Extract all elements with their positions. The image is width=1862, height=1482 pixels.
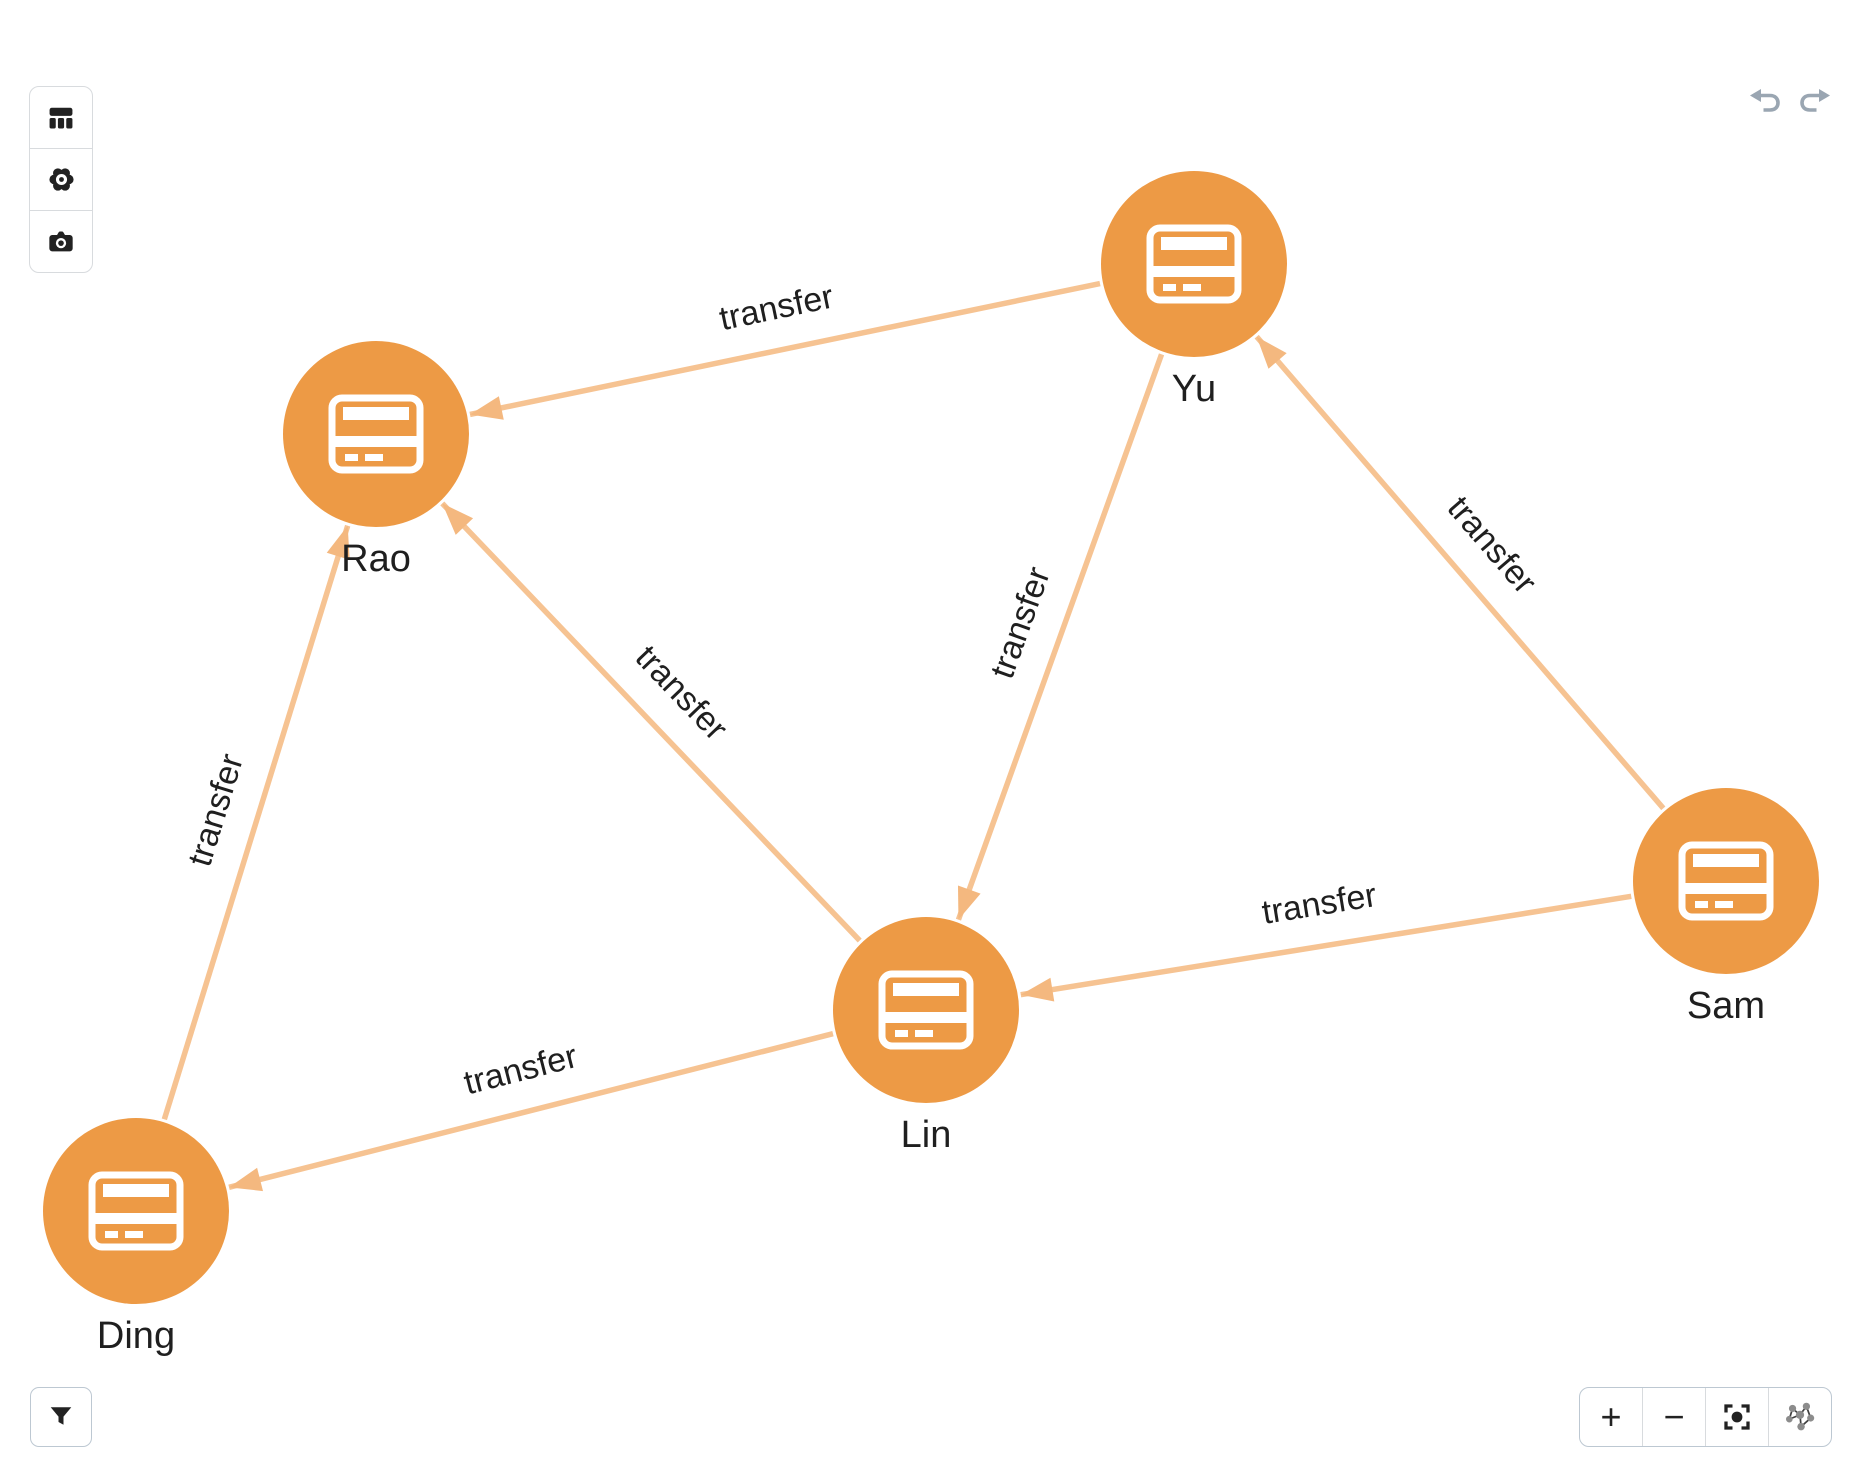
node-label-Ding: Ding [96, 1315, 176, 1357]
graph-node-Lin[interactable] [833, 917, 1019, 1103]
edge-label-Sam-Yu: transfer [1440, 489, 1544, 601]
gear-icon [48, 168, 74, 191]
screenshot-button[interactable] [30, 210, 92, 272]
node-label-Yu: Yu [1171, 368, 1217, 410]
edge-label-Lin-Rao: transfer [628, 638, 735, 748]
fit-view-icon [1724, 1404, 1750, 1430]
credit-card-icon [88, 1171, 184, 1251]
graph-node-Sam[interactable] [1633, 788, 1819, 974]
edge-label-Yu-Rao: transfer [716, 278, 837, 339]
graph-node-Rao[interactable] [283, 341, 469, 527]
filter-button[interactable] [30, 1387, 92, 1447]
redo-arrow-icon [1800, 88, 1830, 112]
graph-node-Ding[interactable] [43, 1118, 229, 1304]
credit-card-icon [1146, 224, 1242, 304]
edge-label-Sam-Lin: transfer [1259, 876, 1379, 932]
credit-card-icon [1678, 841, 1774, 921]
zoom-out-button[interactable]: − [1642, 1388, 1705, 1446]
edge-Yu-Rao[interactable] [469, 280, 1101, 420]
history-controls [1748, 84, 1832, 116]
edge-Lin-Ding[interactable] [228, 1031, 834, 1192]
fit-view-button[interactable] [1705, 1388, 1768, 1446]
zoom-out-label: − [1663, 1396, 1685, 1437]
undo-arrow-icon [1750, 88, 1780, 112]
redo-button[interactable] [1796, 84, 1832, 116]
settings-button[interactable] [30, 148, 92, 210]
node-label-Sam: Sam [1686, 985, 1766, 1027]
zoom-in-button[interactable]: + [1580, 1388, 1642, 1446]
zoom-controls: + − [1579, 1387, 1832, 1447]
edge-label-Ding-Rao: transfer [181, 749, 251, 870]
graph-node-Yu[interactable] [1101, 171, 1287, 357]
undo-button[interactable] [1748, 84, 1784, 116]
edge-label-Lin-Ding: transfer [460, 1037, 581, 1102]
filter-icon [50, 1407, 72, 1425]
edge-Sam-Yu[interactable] [1254, 334, 1666, 811]
layout-button[interactable] [1768, 1388, 1831, 1446]
zoom-in-label: + [1600, 1396, 1622, 1437]
network-graph-icon [1786, 1402, 1815, 1431]
edge-Lin-Rao[interactable] [440, 501, 862, 943]
table-view-button[interactable] [30, 87, 92, 148]
edge-Ding-Rao[interactable] [161, 524, 351, 1121]
edge-label-Yu-Lin: transfer [983, 562, 1058, 683]
node-label-Lin: Lin [900, 1114, 952, 1156]
left-toolbar [29, 86, 93, 273]
edge-Yu-Lin[interactable] [955, 353, 1165, 921]
table-icon [49, 107, 73, 128]
node-label-Rao: Rao [341, 538, 411, 580]
credit-card-icon [328, 394, 424, 474]
credit-card-icon [878, 970, 974, 1050]
camera-icon [49, 231, 73, 251]
edge-Sam-Lin[interactable] [1020, 893, 1632, 1002]
